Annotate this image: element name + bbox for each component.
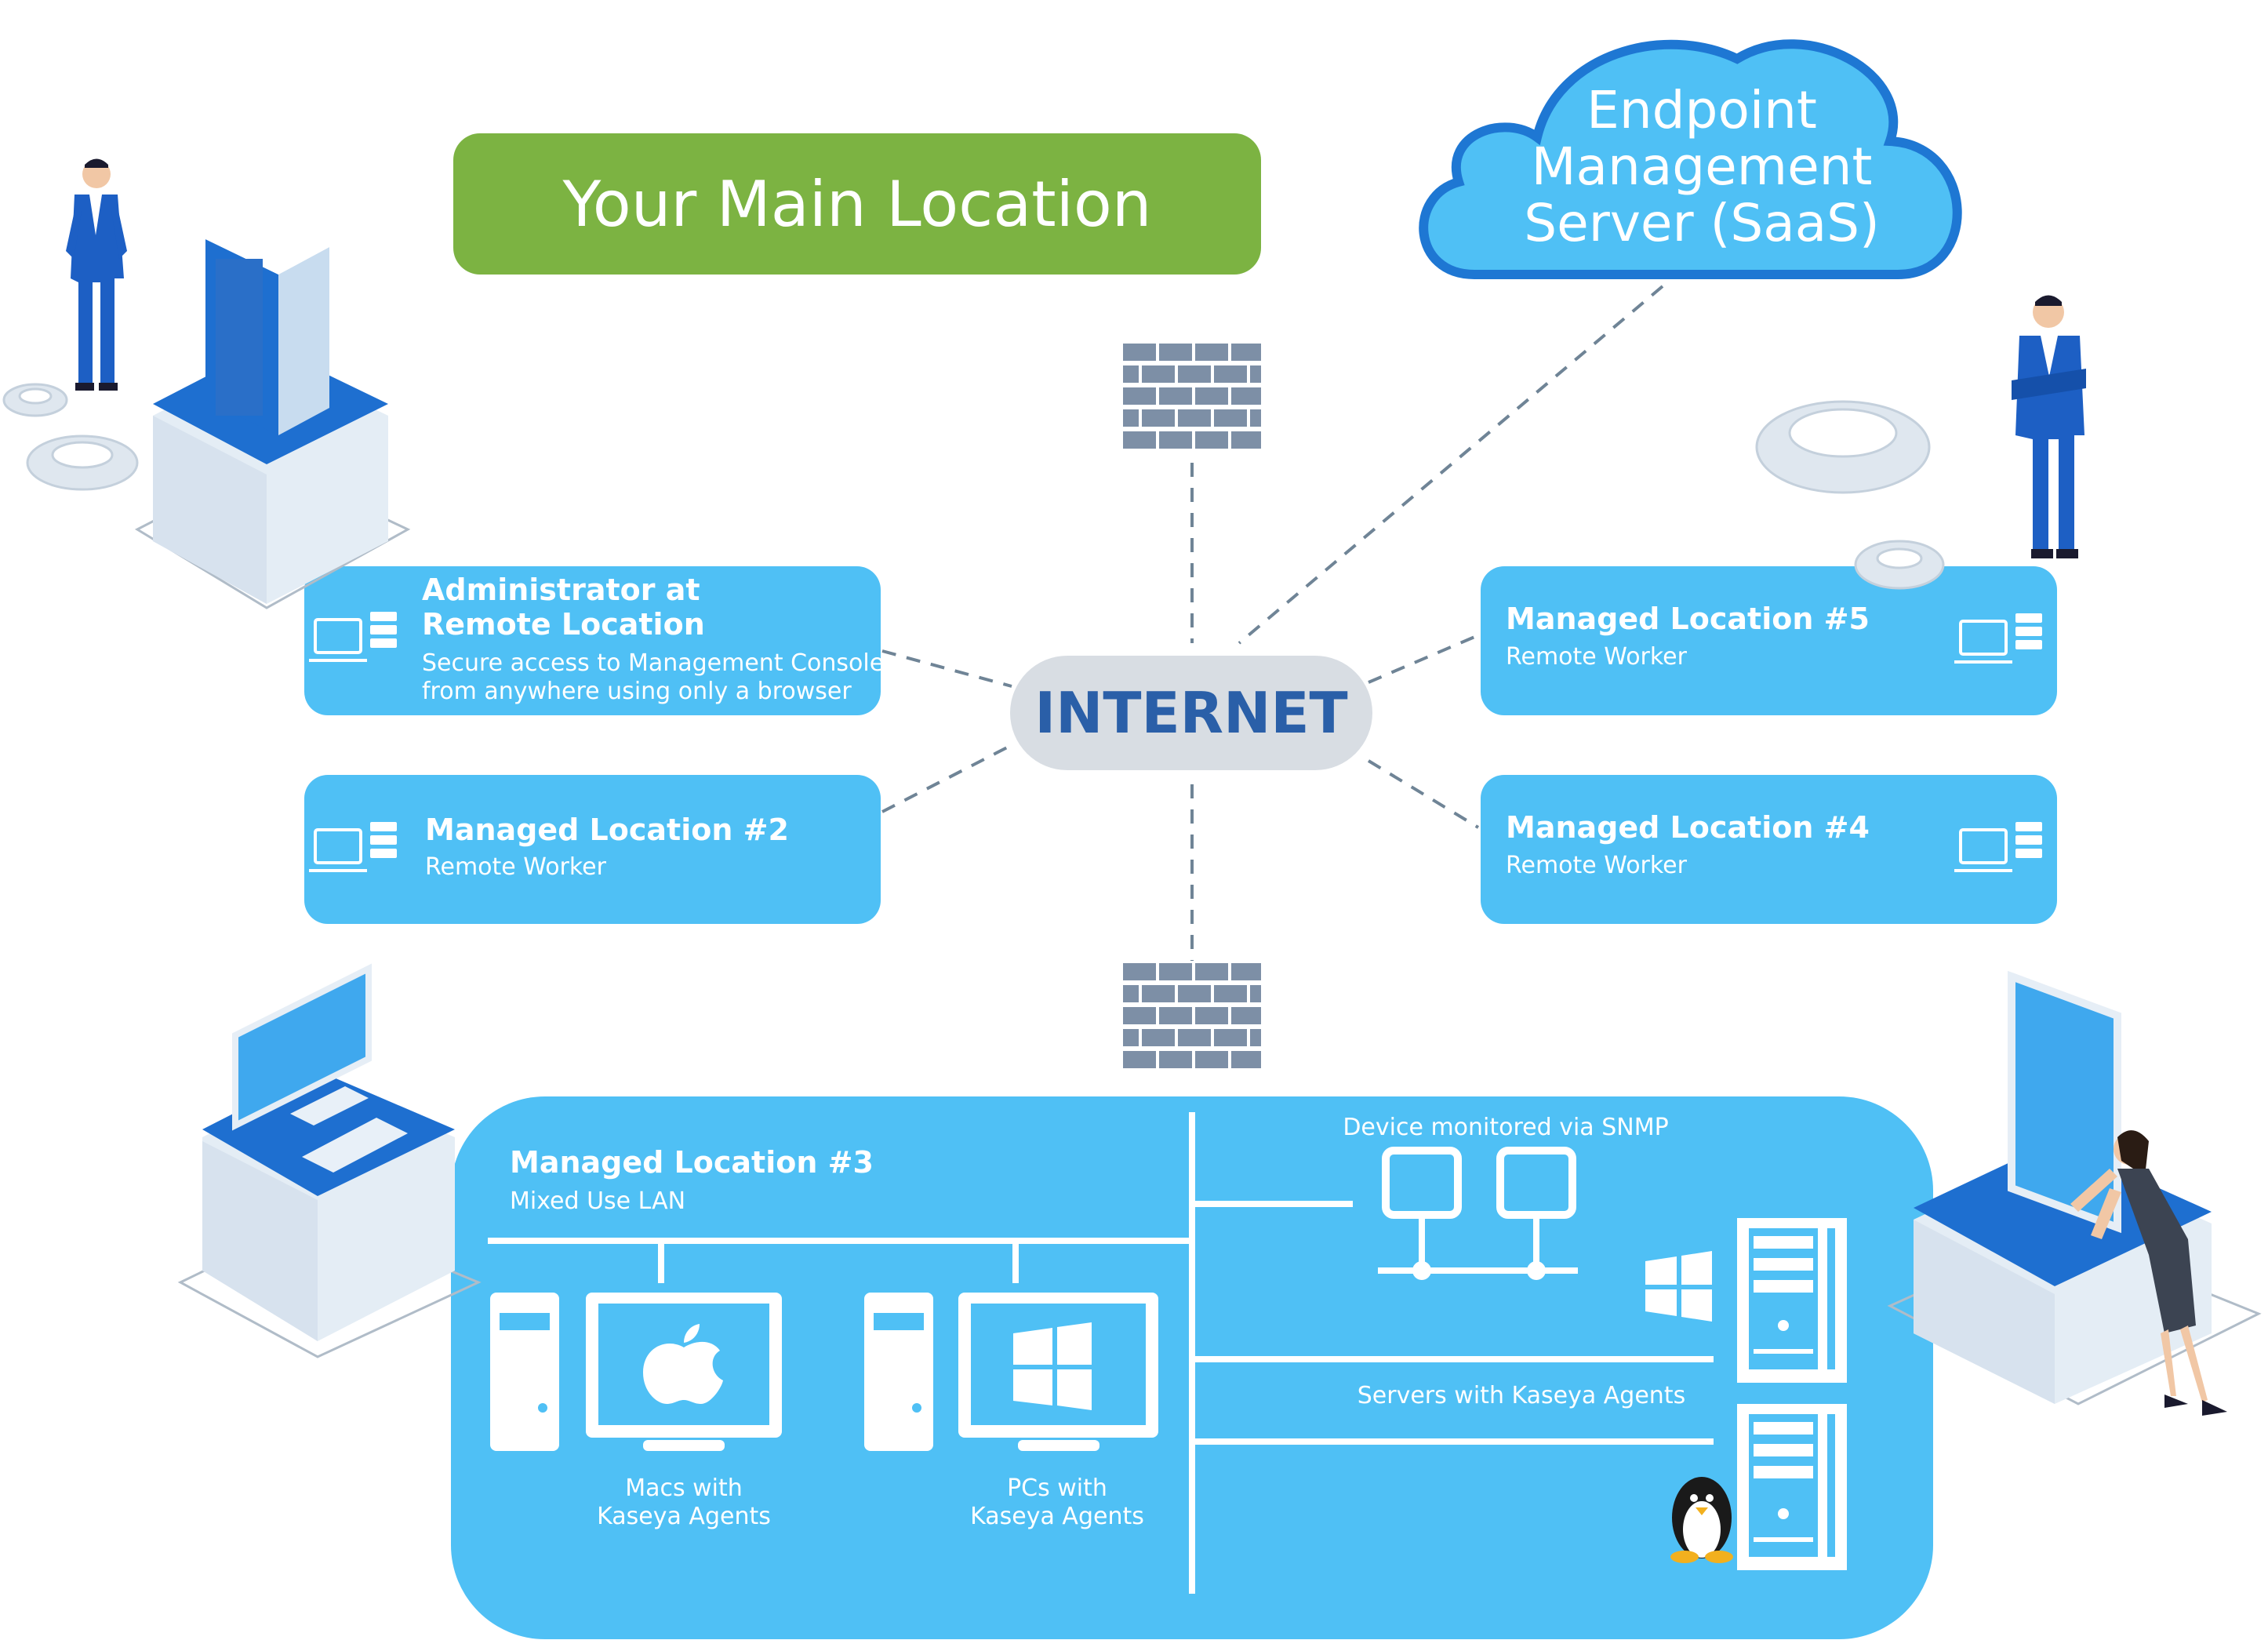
loc4-title: Managed Location #4 bbox=[1506, 810, 1870, 845]
server-platform-top-left bbox=[134, 224, 411, 609]
loc4-sub: Remote Worker bbox=[1506, 852, 1687, 879]
loc4-laptop-icon bbox=[1954, 828, 2012, 872]
cloud-icon bbox=[1419, 39, 1962, 279]
admin-laptop-icon bbox=[309, 618, 367, 662]
cloud-line-2: Management bbox=[1531, 136, 1873, 197]
loc2-server-stack-icon bbox=[370, 822, 397, 858]
loc5-server-stack-icon bbox=[2015, 613, 2042, 649]
firewall-icon-top bbox=[1123, 344, 1261, 449]
firewall-icon-bottom bbox=[1123, 963, 1261, 1068]
loc5-title: Managed Location #5 bbox=[1506, 602, 1870, 636]
admin-card bbox=[304, 566, 881, 715]
admin-title-1: Administrator at bbox=[422, 573, 700, 607]
connector-loc5 bbox=[1368, 634, 1479, 684]
loc2-sub: Remote Worker bbox=[425, 853, 606, 881]
windows-icon bbox=[1013, 1322, 1092, 1410]
loc2-laptop-icon bbox=[309, 828, 367, 872]
loc4-server-stack-icon bbox=[2015, 822, 2042, 858]
loc2-title: Managed Location #2 bbox=[425, 813, 789, 847]
connector-loc2 bbox=[881, 744, 1012, 813]
snmp-label: Device monitored via SNMP bbox=[1343, 1114, 1669, 1141]
admin-sub-1: Secure access to Management Console bbox=[422, 649, 885, 677]
servers-label: Servers with Kaseya Agents bbox=[1357, 1382, 1686, 1409]
pc-workstation bbox=[864, 1293, 1158, 1451]
person-icon-right bbox=[2012, 295, 2086, 558]
admin-title-2: Remote Location bbox=[422, 607, 705, 642]
pcs-label-2: Kaseya Agents bbox=[970, 1503, 1144, 1530]
apple-icon bbox=[643, 1324, 723, 1404]
macs-label-2: Kaseya Agents bbox=[597, 1503, 771, 1530]
linux-icon bbox=[1670, 1477, 1733, 1563]
windows-server-icon bbox=[1645, 1251, 1712, 1322]
internet-node: INTERNET bbox=[1010, 656, 1372, 770]
cloud-line-1: Endpoint bbox=[1587, 80, 1817, 140]
macs-label-1: Macs with bbox=[625, 1475, 743, 1502]
loc5-laptop-icon bbox=[1954, 620, 2012, 664]
pcs-label-1: PCs with bbox=[1007, 1475, 1107, 1502]
gear-icon-top-left bbox=[2, 383, 139, 491]
loc2-card bbox=[304, 775, 881, 924]
lan-lines bbox=[488, 1112, 1714, 1594]
main-location-label: Your Main Location bbox=[562, 167, 1152, 241]
admin-server-stack-icon bbox=[370, 612, 397, 648]
workstation-platform-bottom-right bbox=[1887, 970, 2262, 1405]
cloud-line-3: Server (SaaS) bbox=[1524, 193, 1880, 253]
connector-admin bbox=[881, 649, 1012, 688]
mac-workstation bbox=[490, 1293, 782, 1451]
loc3-sub: Mixed Use LAN bbox=[510, 1187, 686, 1215]
gear-icon-right bbox=[1755, 400, 1945, 590]
loc3-title: Managed Location #3 bbox=[510, 1145, 874, 1180]
connector-loc4 bbox=[1367, 759, 1480, 829]
internet-label: INTERNET bbox=[1034, 680, 1348, 746]
rack-server-icon-2 bbox=[1737, 1404, 1847, 1570]
loc4-card bbox=[1481, 775, 2057, 924]
admin-sub-2: from anywhere using only a browser bbox=[422, 678, 852, 705]
main-location-banner: Your Main Location bbox=[453, 133, 1261, 275]
workstation-platform-bottom-left bbox=[177, 963, 482, 1358]
loc5-sub: Remote Worker bbox=[1506, 643, 1687, 671]
person-icon-bottom-right bbox=[2070, 1130, 2227, 1416]
loc5-card bbox=[1481, 566, 2057, 715]
connector-cloud bbox=[1238, 285, 1664, 645]
person-icon-top-left bbox=[66, 158, 127, 391]
snmp-devices bbox=[1378, 1147, 1578, 1280]
connector-lines bbox=[881, 285, 1664, 961]
rack-server-icon-1 bbox=[1737, 1218, 1847, 1383]
